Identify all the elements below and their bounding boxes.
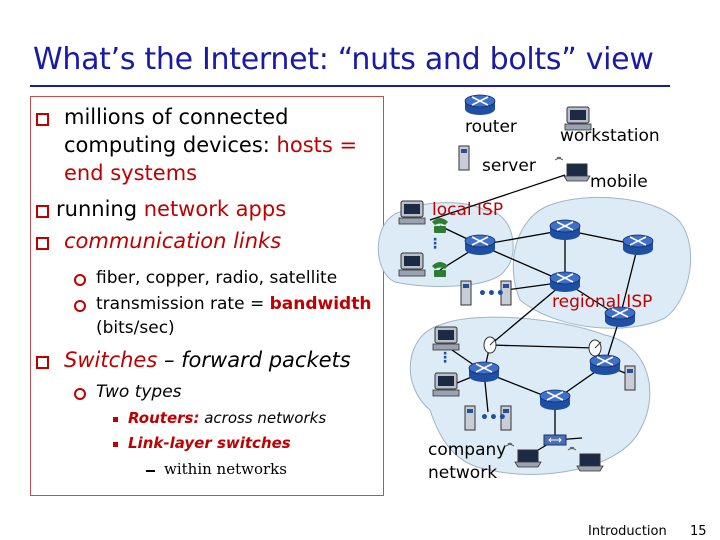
- mobile-label: mobile: [590, 172, 648, 192]
- router-icon: [549, 271, 581, 293]
- company-network-label-line-1: company: [428, 440, 507, 460]
- bullet-square-icon: [36, 113, 49, 126]
- within-networks-text: within networks: [164, 460, 287, 478]
- satellite-dish-icon: [483, 336, 497, 354]
- svg-text:•••: •••: [480, 410, 507, 426]
- workstation-label: workstation: [560, 126, 660, 146]
- router-icon: [549, 219, 581, 241]
- hosts-term: hosts =: [276, 133, 358, 157]
- bullet-square-icon: [36, 205, 49, 218]
- bullet-1-line-2: computing devices: hosts =: [64, 133, 357, 157]
- transmission-rate-text: transmission rate =: [96, 294, 270, 314]
- svg-text:•••: •••: [478, 286, 505, 302]
- slide-title: What’s the Internet: “nuts and bolts” vi…: [33, 42, 654, 77]
- switches-term: Switches: [64, 348, 158, 372]
- server-icon: [458, 145, 470, 171]
- router-icon: [589, 354, 621, 376]
- title-underline: [30, 85, 670, 87]
- footer-page-number: 15: [690, 524, 707, 539]
- bullet-square-icon: [36, 356, 49, 369]
- bullet-1-text: computing devices:: [64, 133, 277, 157]
- local-isp-label: local ISP: [432, 200, 504, 220]
- router-icon: [464, 234, 496, 256]
- sub-bullet-transmission-rate: transmission rate = bandwidth: [96, 294, 371, 314]
- bullet-text-box: [30, 96, 384, 496]
- bullet-2-text: running: [56, 197, 144, 221]
- router-icon: [468, 361, 500, 383]
- company-network-cloud: [409, 316, 651, 475]
- workstation-icon: [398, 200, 426, 225]
- svg-text:⋮: ⋮: [438, 350, 452, 366]
- footer-section-label: Introduction: [588, 524, 667, 539]
- bullet-1-line-1: millions of connected: [64, 105, 289, 129]
- bandwidth-term: bandwidth: [269, 294, 372, 314]
- sub-bullet-ring-icon: [74, 274, 86, 286]
- workstation-icon: [432, 326, 460, 351]
- router-label: router: [465, 117, 517, 137]
- router-icon: [622, 234, 654, 256]
- bullet-switches: Switches – forward packets: [64, 348, 351, 372]
- bullet-dash-icon: [146, 470, 155, 472]
- workstation-icon: [432, 372, 460, 397]
- server-icon: [464, 405, 476, 431]
- communication-links-term: communication links: [64, 229, 282, 253]
- bits-per-sec-text: (bits/sec): [96, 318, 175, 338]
- routers-term: Routers:: [128, 409, 200, 427]
- svg-text:⋮: ⋮: [428, 236, 442, 252]
- sub-bullet-ring-icon: [74, 388, 86, 400]
- server-label: server: [482, 156, 536, 176]
- bullet-square-icon: [36, 237, 49, 250]
- server-icon: [460, 280, 472, 306]
- bullet-dot-icon: [113, 417, 118, 422]
- router-icon: [539, 389, 571, 411]
- satellite-dish-icon: [588, 339, 602, 357]
- mobile-icon: [554, 156, 591, 182]
- link-layer-switches-term: Link-layer switches: [128, 434, 291, 452]
- sub-bullet-ring-icon: [74, 300, 86, 312]
- routers-item: Routers: across networks: [128, 409, 326, 427]
- company-network-label-line-2: network: [428, 463, 498, 483]
- end-systems-term: end systems: [64, 161, 198, 185]
- two-types-text: Two types: [96, 382, 182, 402]
- switches-text: – forward packets: [157, 348, 351, 372]
- server-icon: [624, 365, 636, 391]
- bullet-2: running network apps: [56, 197, 286, 221]
- bullet-dot-icon: [113, 442, 118, 447]
- regional-isp-label: regional ISP: [552, 292, 653, 312]
- network-apps-term: network apps: [143, 197, 287, 221]
- workstation-icon: [398, 252, 426, 277]
- sub-bullet-links-types: fiber, copper, radio, satellite: [96, 268, 338, 288]
- router-icon: [464, 94, 496, 116]
- routers-text: across networks: [199, 409, 327, 427]
- switch-icon: [543, 434, 567, 446]
